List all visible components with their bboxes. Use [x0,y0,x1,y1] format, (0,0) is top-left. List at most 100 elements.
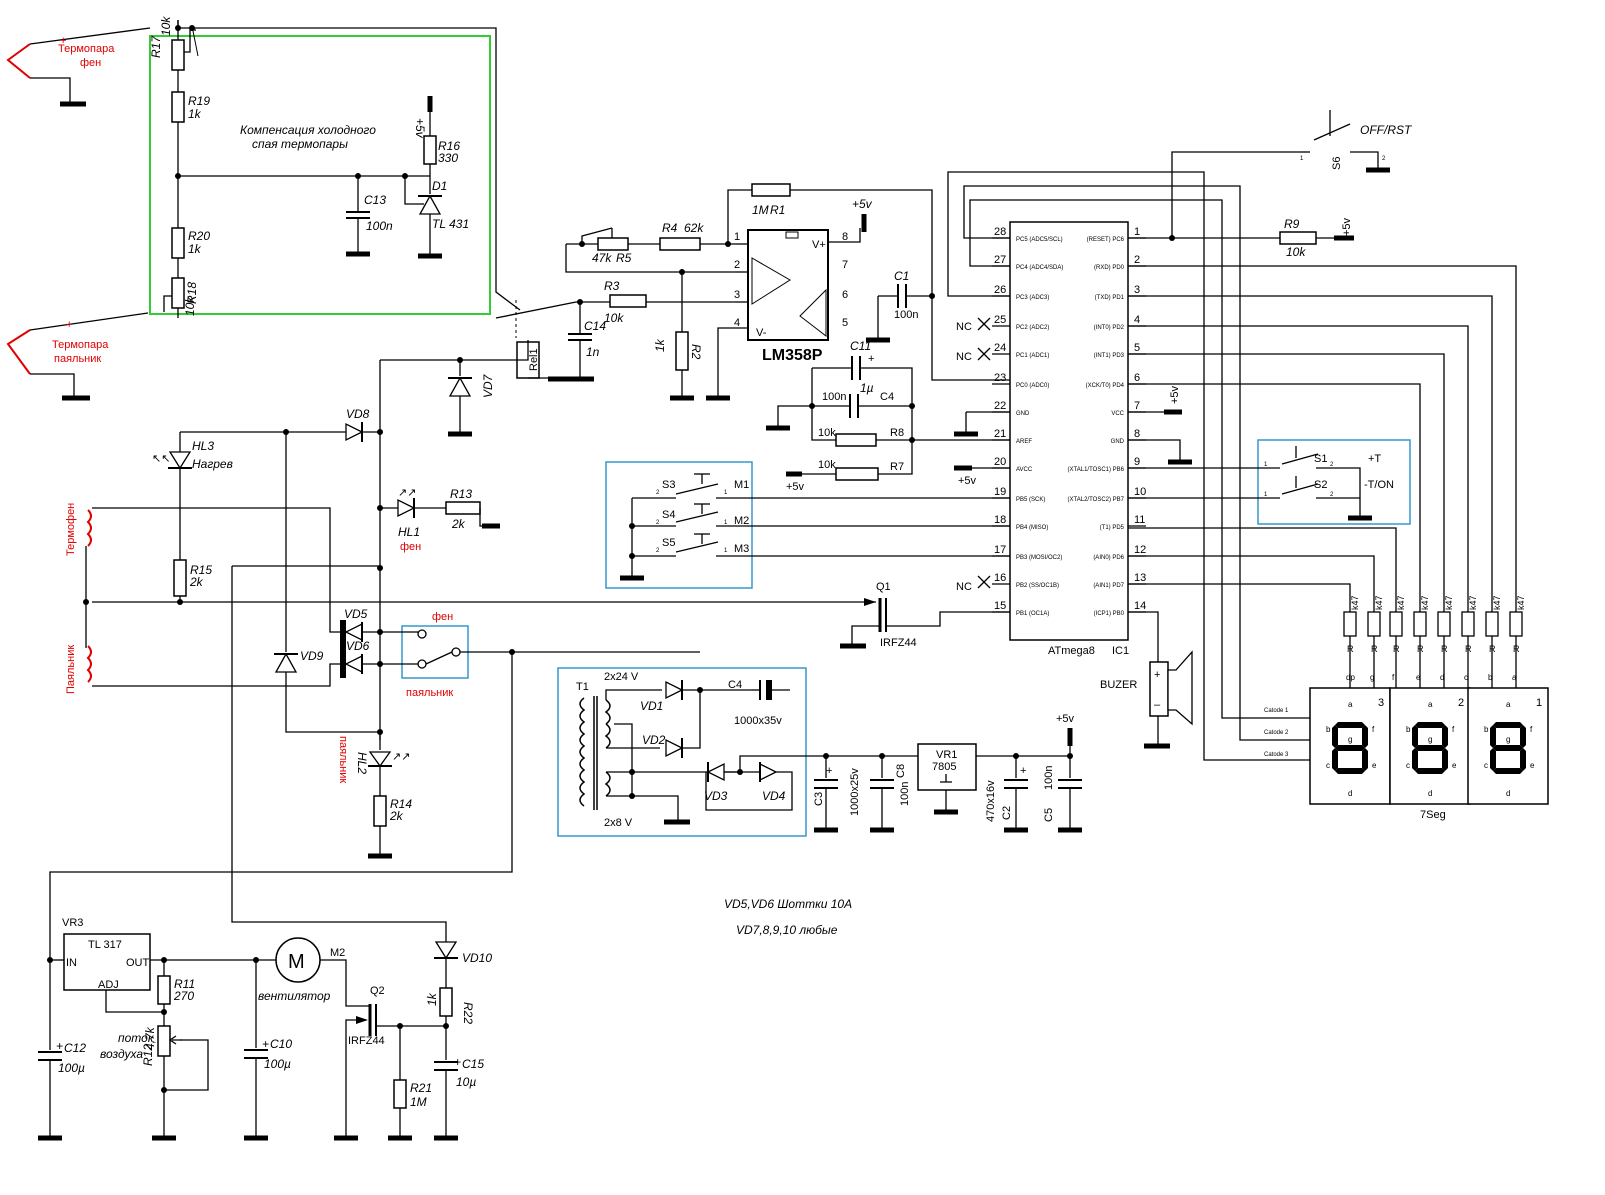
r14-label: R14 [390,797,412,811]
mcu-left-pin-name: PB3 (MOSI/OC2) [1016,555,1062,561]
r15-value: 2k [189,575,204,589]
seg-resistor [1389,611,1403,637]
hl1-label: HL1 [398,525,420,539]
s3-pin2: 2 [656,490,660,496]
left-divider-chain: R17 10k R19 1k R20 1k R18 10k [149,16,210,318]
seg-label: 7Seg [1420,809,1446,821]
r4-value: 62k [684,221,704,235]
digit-seg-letter: d [1506,789,1510,798]
digit-number: 3 [1378,697,1384,709]
c10-value: 100µ [264,1057,291,1071]
mcu-right-pin-num: 2 [1134,254,1140,266]
sw-fen-label: фен [432,611,453,623]
seg-res-value: k47 [1444,595,1454,610]
s1-plus-t: +T [1368,453,1381,465]
q1-value: IRFZ44 [880,637,917,649]
mcu-left-pin-num: 15 [994,600,1006,612]
c10-plus: + [262,1037,269,1051]
mcu-left-pin-num: 26 [994,284,1006,296]
mcu-left-pin-num: 16 [994,572,1006,584]
r9-5v: +5v [1341,217,1353,236]
reference-tl431: +5v R16 330 D1 TL 431 [404,96,469,259]
mcu-right-pin-num: 8 [1134,428,1140,440]
t1-top-label: 2x24 V [604,671,639,683]
c14-label: C14 [584,319,606,333]
mcu-left-pin-name: PC4 (ADC4/SDA) [1016,265,1063,271]
seg-res-r: R [1371,644,1378,654]
r15-label: R15 [190,563,212,577]
c3-plus: + [826,765,832,777]
seg-res-r: R [1417,644,1424,654]
mcu-right-pin-num: 7 [1134,400,1140,412]
buzzer-label: BUZER [1100,679,1137,691]
digit-number: 2 [1458,697,1464,709]
s6-pin1: 1 [1300,156,1304,162]
q1-label: Q1 [876,581,891,593]
s5-m: M3 [734,543,749,555]
vd5-label: VD5 [344,607,368,621]
seg-res-seg: c [1464,673,1468,682]
tc-fen-label2: фен [80,57,101,69]
s1-s2-box [1257,439,1411,525]
mcu-right-pin-num: 3 [1134,284,1140,296]
vd4-label: VD4 [762,789,786,803]
c4b-value: 100n [822,391,846,403]
seg-res-value: k47 [1374,595,1384,610]
mcu-right-pin-name: (INT0) PD2 [1094,325,1125,331]
digit-number: 1 [1536,697,1542,709]
r1-value: 1M [752,203,769,217]
c2-value: 470x16v [985,780,997,822]
s2-pin1: 1 [1264,492,1268,498]
ic1-label: IC1 [1112,645,1129,657]
c8-label: C8 [895,764,907,778]
mcu-right-pin-num: 12 [1134,544,1146,556]
r5-label: R5 [616,251,632,265]
d1-value: TL 431 [432,217,469,231]
r13-label: R13 [450,487,472,501]
c3-label: C3 [813,792,825,806]
digit-seg-letter: b [1326,725,1331,734]
c4-value: 1000x35v [734,715,782,727]
mcu-left-pin-num: 23 [994,372,1006,384]
r20-label: R20 [188,229,210,243]
vd7-label: VD7 [481,373,495,398]
cathode-label: Catode 3 [1264,752,1289,758]
tc-iron-label2: паяльник [54,353,101,365]
vr3-part: TL 317 [88,939,122,951]
seg-resistor [1461,611,1475,637]
r9-value: 10k [1286,245,1306,259]
s3-label: S3 [662,479,675,491]
mcu-left-pin-name: PB2 (SS/OC1B) [1016,583,1059,589]
mcu-right-pin-name: (INT1) PD3 [1094,353,1125,359]
mcu-right-pin-num: 5 [1134,342,1140,354]
mcu-left-pin-name: PC0 (ADC0) [1016,383,1049,389]
hl2-label: HL2 [355,752,369,774]
op-pin-1: 1 [734,231,740,243]
seg-res-value: k47 [1396,595,1406,610]
s1-pin2: 2 [1330,462,1334,468]
q2-value: IRFZ44 [348,1035,385,1047]
vr1-value: 7805 [932,761,956,773]
s6-switch: OFF/RST S6 1 2 [1300,110,1413,173]
r13-value: 2k [451,517,466,531]
seg-res-seg: e [1416,673,1421,682]
mcu-left-pin-name: PC5 (ADC5/SCL) [1016,237,1063,243]
seg-resistor [1367,611,1381,637]
seg-res-r: R [1465,644,1472,654]
r4-label: R4 [662,221,678,235]
s5-label: S5 [662,537,675,549]
digit-seg-letter: f [1530,725,1533,734]
mcu-left-pin-num: 27 [994,254,1006,266]
r8-label: R8 [890,427,904,439]
thermocouple-fen: + Термопара фен [6,27,151,107]
mcu-left-pin-name: GND [1016,411,1030,417]
vd1-label: VD1 [640,699,663,713]
r16-label: R16 [438,139,460,153]
c5-label: C5 [1043,808,1055,822]
r5-value: 47k [592,251,612,265]
hl3-rays: ↖↖ [152,453,170,465]
q2-label: Q2 [370,985,385,997]
mcu-left-pin-num: 22 [994,400,1006,412]
s2-label: S2 [1314,479,1327,491]
